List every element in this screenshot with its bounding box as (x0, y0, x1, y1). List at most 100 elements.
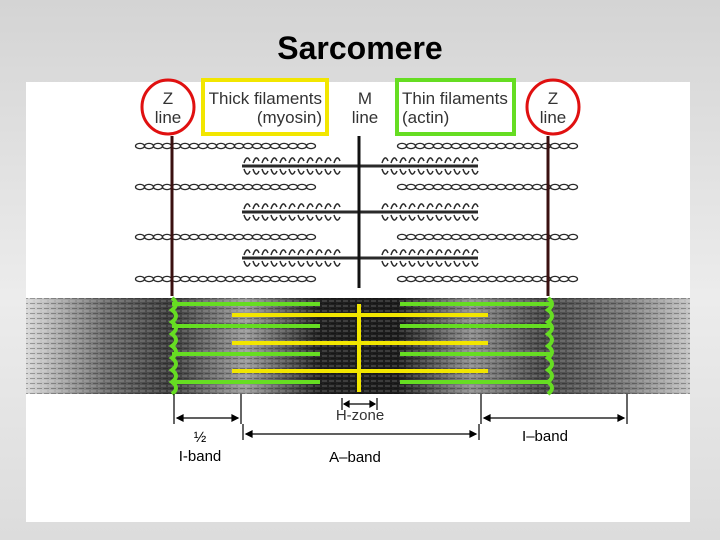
actin-bead (551, 234, 560, 239)
actin-bead (235, 143, 244, 148)
actin-bead (307, 143, 316, 148)
actin-bead (226, 276, 235, 281)
m-line-label-line2: line (343, 108, 387, 127)
actin-bead (199, 234, 208, 239)
actin-bead (515, 234, 524, 239)
actin-bead (443, 143, 452, 148)
actin-bead (154, 276, 163, 281)
thick-filaments-label: Thick filaments (myosin) (206, 89, 322, 127)
actin-bead (533, 143, 542, 148)
actin-bead (262, 143, 271, 148)
actin-bead (307, 234, 316, 239)
filament-schematic (136, 136, 578, 296)
actin-bead (307, 184, 316, 189)
a-band-label: A–band (310, 448, 400, 467)
actin-bead (524, 184, 533, 189)
actin-bead (181, 234, 190, 239)
actin-bead (470, 143, 479, 148)
i-band-label: I–band (505, 427, 585, 446)
actin-bead (190, 143, 199, 148)
actin-bead (190, 276, 199, 281)
actin-bead (443, 184, 452, 189)
actin-chain-row (136, 234, 578, 239)
actin-bead (181, 276, 190, 281)
m-line-label: M line (343, 89, 387, 127)
actin-bead (136, 234, 145, 239)
actin-bead (479, 184, 488, 189)
actin-bead (497, 276, 506, 281)
actin-bead (434, 184, 443, 189)
actin-bead (569, 234, 578, 239)
actin-bead (280, 143, 289, 148)
thin-filaments-label: Thin filaments (actin) (402, 89, 512, 127)
actin-bead (244, 143, 253, 148)
actin-bead (217, 143, 226, 148)
actin-bead (515, 276, 524, 281)
actin-bead (190, 234, 199, 239)
actin-bead (271, 184, 280, 189)
actin-bead (289, 234, 298, 239)
actin-bead (416, 234, 425, 239)
actin-bead (533, 276, 542, 281)
actin-bead (271, 276, 280, 281)
actin-bead (280, 276, 289, 281)
actin-bead (280, 184, 289, 189)
actin-bead (136, 143, 145, 148)
actin-bead (524, 234, 533, 239)
half-i-band-label-line2: I-band (160, 447, 240, 466)
actin-bead (217, 184, 226, 189)
actin-bead (434, 234, 443, 239)
actin-bead (551, 184, 560, 189)
actin-bead (479, 143, 488, 148)
actin-bead (506, 234, 515, 239)
actin-bead (163, 184, 172, 189)
actin-bead (226, 184, 235, 189)
actin-bead (425, 184, 434, 189)
z-line-left-label: Z line (146, 89, 190, 127)
actin-bead (443, 234, 452, 239)
actin-bead (226, 234, 235, 239)
z-line-left-label-line2: line (146, 108, 190, 127)
actin-bead (154, 143, 163, 148)
actin-bead (488, 184, 497, 189)
actin-bead (407, 184, 416, 189)
actin-bead (425, 276, 434, 281)
actin-bead (298, 184, 307, 189)
actin-bead (398, 234, 407, 239)
actin-bead (154, 184, 163, 189)
actin-bead (163, 276, 172, 281)
thick-filaments-label-line1: Thick filaments (206, 89, 322, 108)
actin-bead (479, 234, 488, 239)
actin-bead (524, 143, 533, 148)
thick-filaments-label-line2: (myosin) (206, 108, 322, 127)
actin-bead (298, 234, 307, 239)
actin-bead (497, 234, 506, 239)
actin-chain-row (136, 184, 578, 189)
actin-bead (253, 184, 262, 189)
actin-bead (208, 143, 217, 148)
actin-bead (398, 143, 407, 148)
actin-bead (488, 234, 497, 239)
actin-bead (506, 184, 515, 189)
actin-bead (425, 143, 434, 148)
actin-bead (244, 234, 253, 239)
actin-bead (289, 143, 298, 148)
actin-bead (145, 143, 154, 148)
actin-bead (470, 276, 479, 281)
actin-bead (235, 234, 244, 239)
actin-bead (136, 184, 145, 189)
actin-bead (289, 276, 298, 281)
actin-bead (461, 143, 470, 148)
actin-bead (461, 234, 470, 239)
actin-bead (181, 143, 190, 148)
actin-bead (470, 234, 479, 239)
actin-bead (271, 234, 280, 239)
actin-bead (488, 143, 497, 148)
actin-bead (407, 276, 416, 281)
actin-bead (208, 234, 217, 239)
m-line-label-line1: M (343, 89, 387, 108)
actin-bead (208, 184, 217, 189)
actin-bead (551, 143, 560, 148)
actin-bead (452, 234, 461, 239)
actin-chain-row (136, 143, 578, 148)
